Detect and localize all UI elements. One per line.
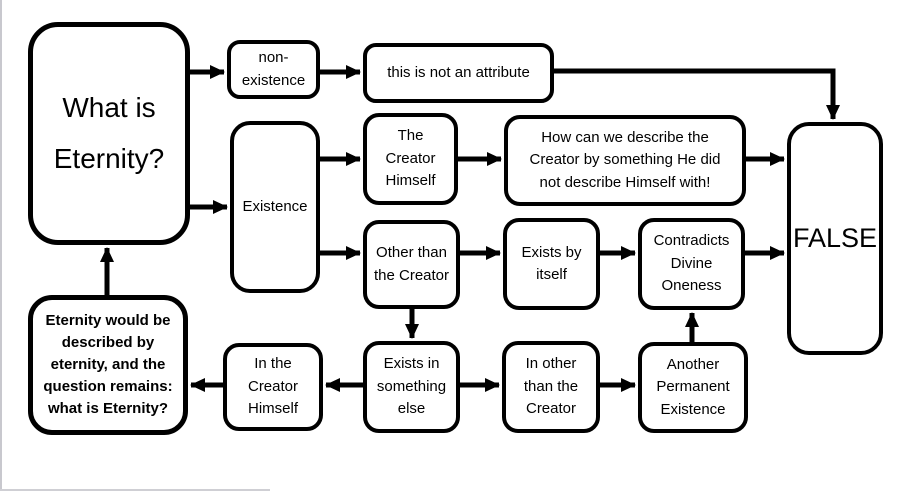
node-exists-in-something-else: Exists in something else xyxy=(363,341,460,433)
node-other-than-the-creator: Other than the Creator xyxy=(363,220,460,309)
node-non-existence: non- existence xyxy=(227,40,320,99)
node-in-the-creator-himself: In the Creator Himself xyxy=(223,343,323,431)
node-exists-by-itself: Exists by itself xyxy=(503,218,600,310)
arrow-notattribute-to-false xyxy=(554,68,840,120)
node-what-is-eternity: What is Eternity? xyxy=(28,22,190,245)
node-not-an-attribute: this is not an attribute xyxy=(363,43,554,103)
node-in-other-than-the-creator: In other than the Creator xyxy=(502,341,600,433)
page-bottom-edge xyxy=(0,489,270,491)
node-another-permanent-existence: Another Permanent Existence xyxy=(638,342,748,433)
node-how-can-we-describe: How can we describe the Creator by somet… xyxy=(504,115,746,206)
node-eternity-question-loop: Eternity would be described by eternity,… xyxy=(28,295,188,435)
node-the-creator-himself: The Creator Himself xyxy=(363,113,458,205)
node-contradicts-divine-oneness: Contradicts Divine Oneness xyxy=(638,218,745,310)
node-false-verdict: FALSE xyxy=(787,122,883,355)
page-left-edge xyxy=(0,0,2,489)
node-existence: Existence xyxy=(230,121,320,293)
